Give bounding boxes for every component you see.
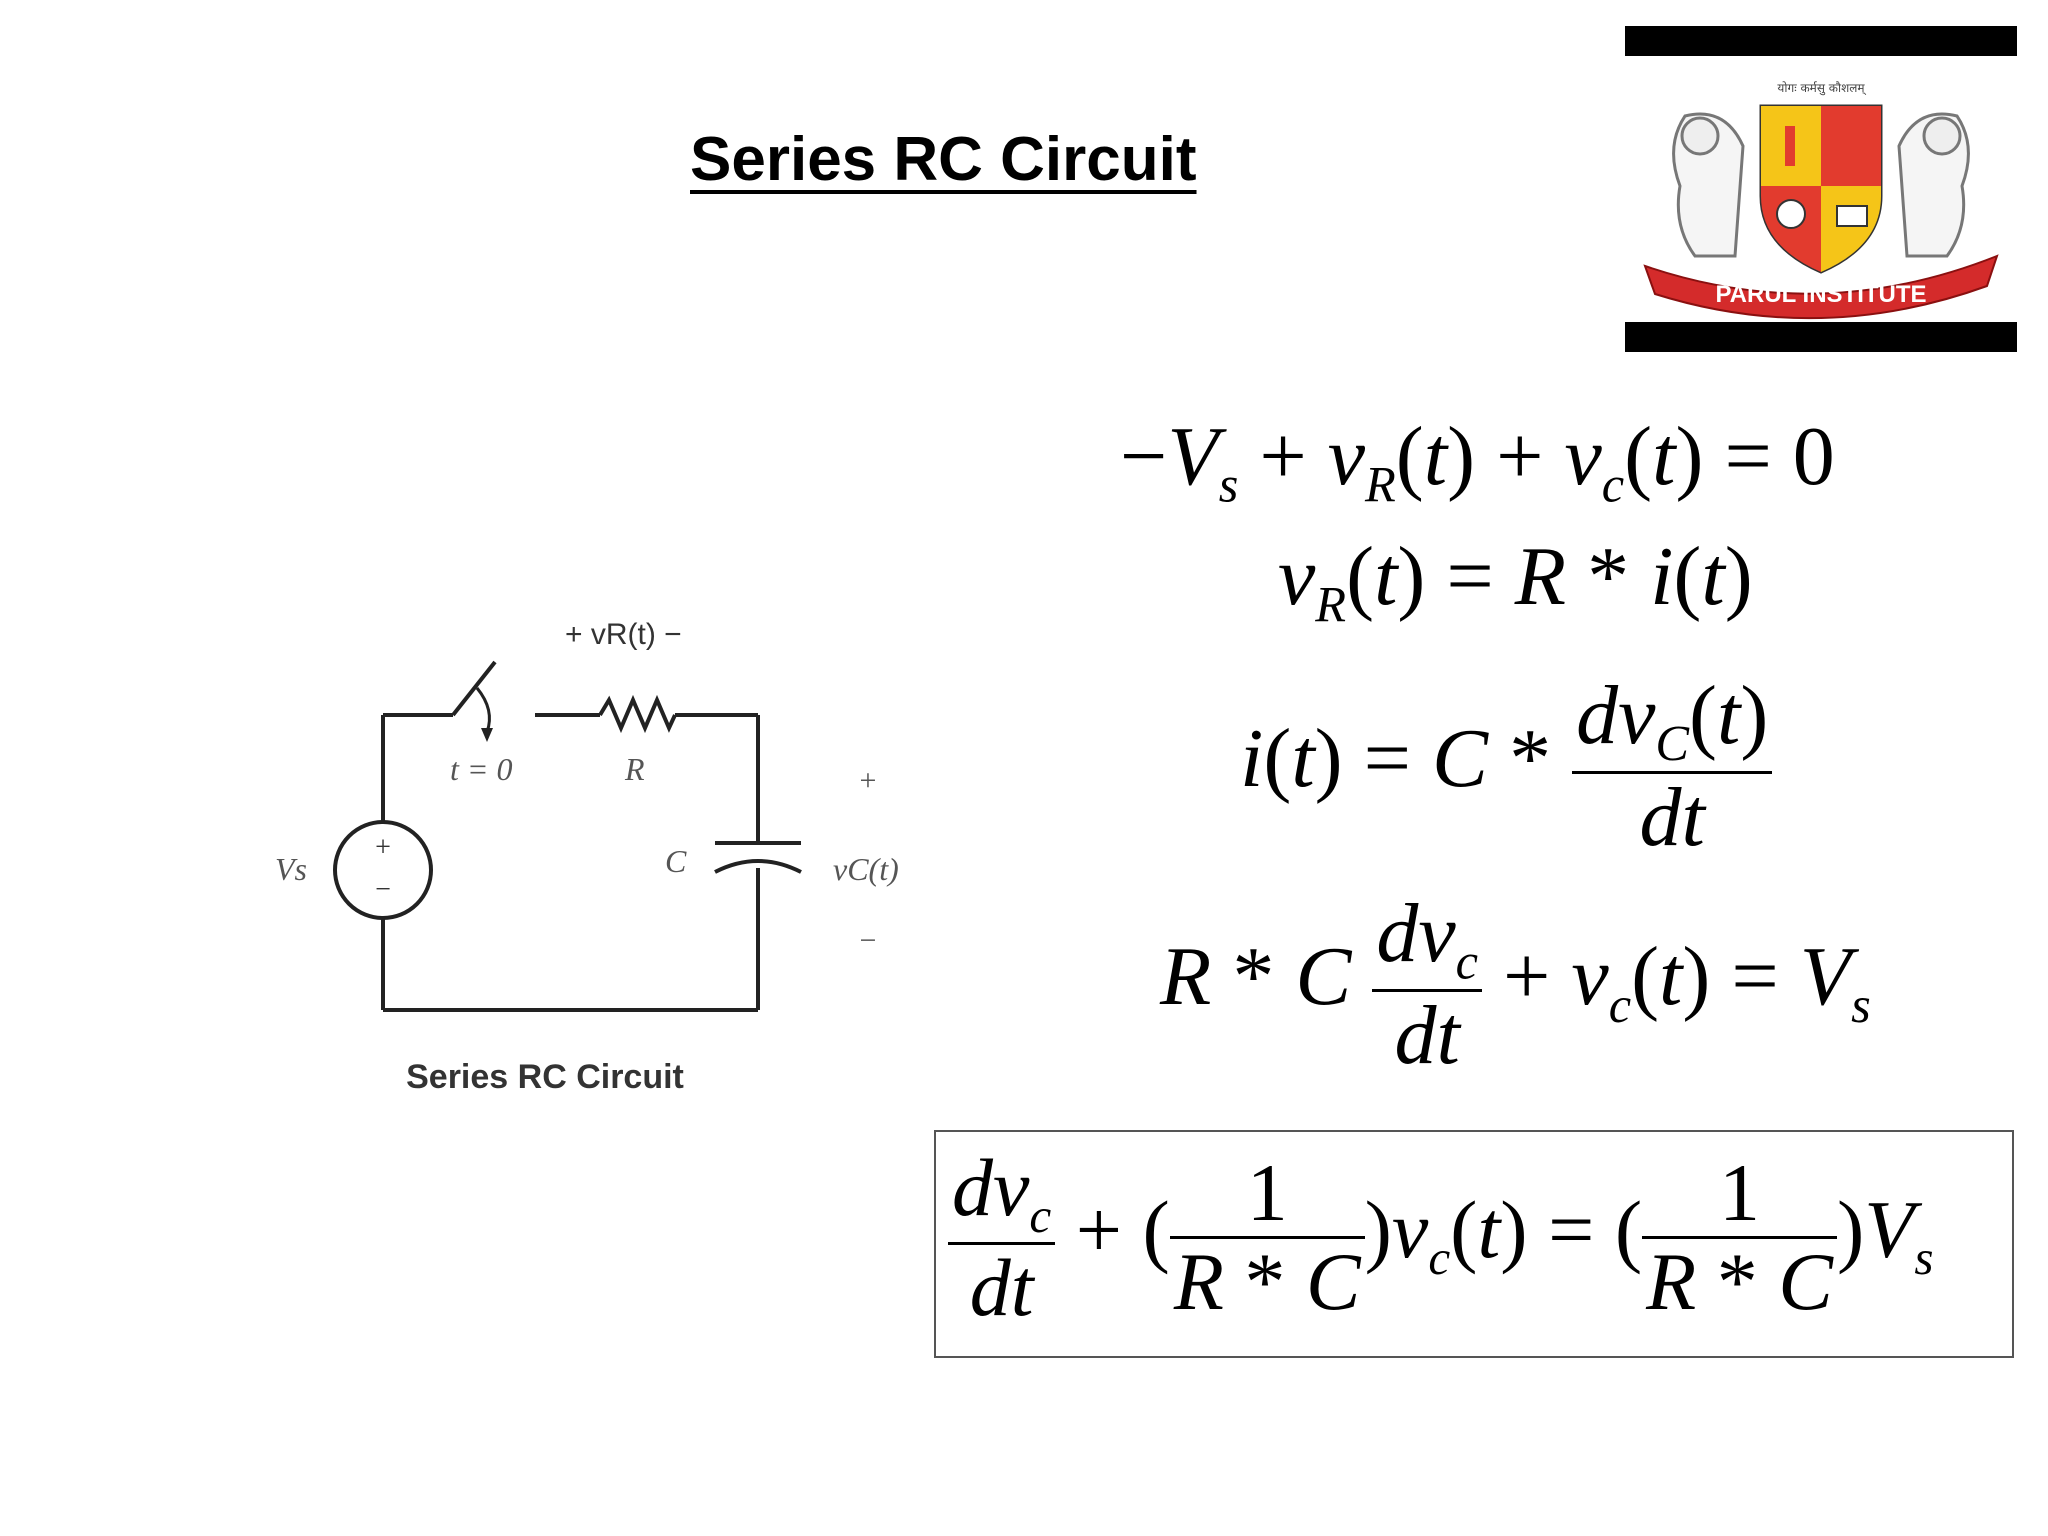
source-plus: + (375, 832, 391, 863)
series-rc-circuit-diagram: + − + vR(t) − t = 0 R C Vs vC(t) + − Ser… (275, 618, 899, 1096)
vc-plus: + (860, 764, 877, 797)
slide-title: Series RC Circuit (690, 125, 1197, 194)
switch-label: t = 0 (450, 751, 512, 787)
vr-label: + vR(t) − (565, 618, 682, 651)
logo-text: PARUL INSTITUTE (1715, 281, 1926, 308)
source-label: Vs (275, 851, 307, 887)
capacitor-current-equation: i(t) = C * dvC(t)dt (1240, 671, 1773, 862)
kvl-equation: −Vs + vR(t) + vc(t) = 0 (1120, 410, 1835, 513)
vc-minus: − (860, 924, 877, 957)
resistor-label: R (624, 751, 645, 787)
vc-label: vC(t) (833, 851, 899, 887)
capacitor-label: C (665, 843, 687, 879)
svg-text:योगः कर्मसु कौशलम्: योगः कर्मसु कौशलम् (1777, 81, 1866, 96)
circuit-caption: Series RC Circuit (406, 1058, 684, 1096)
parul-institute-logo: योगः कर्मसु कौशलम् PARUL INSTITUTE (1625, 26, 2017, 352)
final-equation-box (934, 1130, 2014, 1358)
source-minus: − (375, 874, 391, 905)
resistor-voltage-equation: vR(t) = R * i(t) (1278, 530, 1753, 633)
